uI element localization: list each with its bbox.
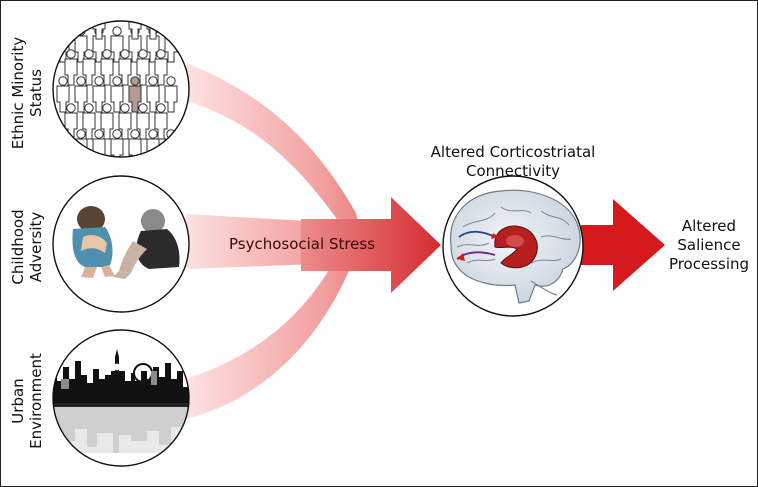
corticostriatal-connectivity-label: Altered Corticostriatal Connectivity [413, 143, 613, 181]
outcome-line3: Processing [668, 255, 750, 273]
urban-environment-line1: Urban [9, 378, 27, 424]
psychosocial-stress-label: Psychosocial Stress [229, 235, 376, 253]
brain-striatum-icon [442, 175, 584, 317]
childhood-adversity-line1: Childhood [9, 209, 27, 285]
connectivity-line1: Altered Corticostriatal [430, 143, 596, 161]
urban-environment-line2: Environment [27, 353, 45, 449]
childhood-adversity-label: Childhood Adversity [9, 167, 45, 327]
ethnic-minority-status-label: Ethnic Minority Status [9, 13, 45, 173]
altered-salience-processing-label: Altered Salience Processing [666, 217, 752, 274]
ethnic-minority-line1: Ethnic Minority [9, 36, 27, 150]
ethnic-minority-line2: Status [27, 69, 45, 117]
flow-band-urban-environment [186, 233, 363, 419]
flow-band-ethnic-minority [186, 63, 366, 263]
distressed-children-icon [52, 175, 190, 313]
city-skyline-icon [52, 329, 190, 467]
urban-environment-label: Urban Environment [9, 321, 45, 481]
crowd-with-highlighted-person-icon [52, 20, 190, 158]
salience-arrow [581, 199, 665, 291]
childhood-adversity-line2: Adversity [27, 211, 45, 283]
psychosocial-stress-arrow [301, 197, 441, 293]
outcome-line1: Altered [681, 217, 737, 235]
outcome-line2: Salience [677, 236, 741, 254]
connectivity-line2: Connectivity [466, 162, 560, 180]
